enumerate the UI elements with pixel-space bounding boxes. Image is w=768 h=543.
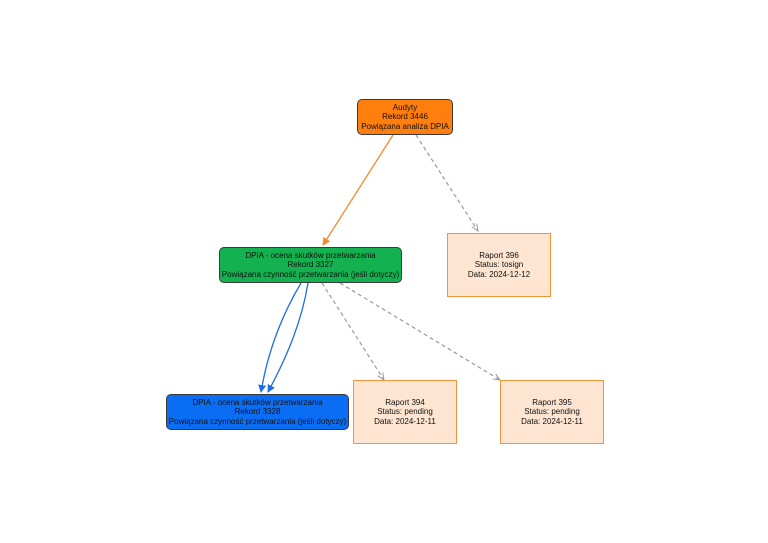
node-report-396[interactable]: Raport 396 Status: tosign Data: 2024-12-… xyxy=(447,233,551,297)
node-audit-record: Rekord 3446 xyxy=(382,112,428,122)
node-dpia-3327-title: DPIA - ocena skutków przetwarzania xyxy=(245,250,376,260)
edge-audit-to-dpia-3327 xyxy=(322,134,394,246)
node-dpia-3328-record: Rekord 3328 xyxy=(234,407,281,417)
node-dpia-3328[interactable]: DPIA - ocena skutków przetwarzania Rekor… xyxy=(166,394,349,430)
node-dpia-3327[interactable]: DPIA - ocena skutków przetwarzania Rekor… xyxy=(219,247,402,283)
node-dpia-3327-record: Rekord 3327 xyxy=(287,260,334,270)
node-audit-relation: Powiązana analiza DPIA xyxy=(361,121,449,131)
node-report-396-status: Status: tosign xyxy=(474,260,524,270)
edge-dpia-3327-to-report-394 xyxy=(321,282,384,380)
node-report-395[interactable]: Raport 395 Status: pending Data: 2024-12… xyxy=(500,380,604,444)
node-report-395-status: Status: pending xyxy=(524,407,580,417)
node-dpia-3328-relation: Powiązana czynność przetwarzania (jeśli … xyxy=(168,416,347,426)
node-report-395-date: Data: 2024-12-11 xyxy=(521,416,583,426)
node-report-394[interactable]: Raport 394 Status: pending Data: 2024-12… xyxy=(353,380,457,444)
node-report-394-status: Status: pending xyxy=(377,407,433,417)
edge-dpia-3327-to-dpia-3328-a xyxy=(258,282,302,393)
node-report-395-title: Raport 395 xyxy=(532,397,572,407)
edge-audit-to-report-396 xyxy=(415,134,478,231)
node-report-394-title: Raport 394 xyxy=(385,397,425,407)
node-audit-3446[interactable]: Audyty Rekord 3446 Powiązana analiza DPI… xyxy=(357,99,453,135)
node-report-396-title: Raport 396 xyxy=(479,250,519,260)
node-dpia-3328-title: DPIA - ocena skutków przetwarzania xyxy=(192,397,323,407)
node-report-396-date: Data: 2024-12-12 xyxy=(467,269,531,279)
node-audit-title: Audyty xyxy=(392,102,418,112)
edge-dpia-3327-to-report-395 xyxy=(339,282,500,380)
node-dpia-3327-relation: Powiązana czynność przetwarzania (jeśli … xyxy=(221,269,400,279)
edge-dpia-3327-to-dpia-3328-b xyxy=(267,282,309,393)
node-report-394-date: Data: 2024-12-11 xyxy=(374,416,436,426)
